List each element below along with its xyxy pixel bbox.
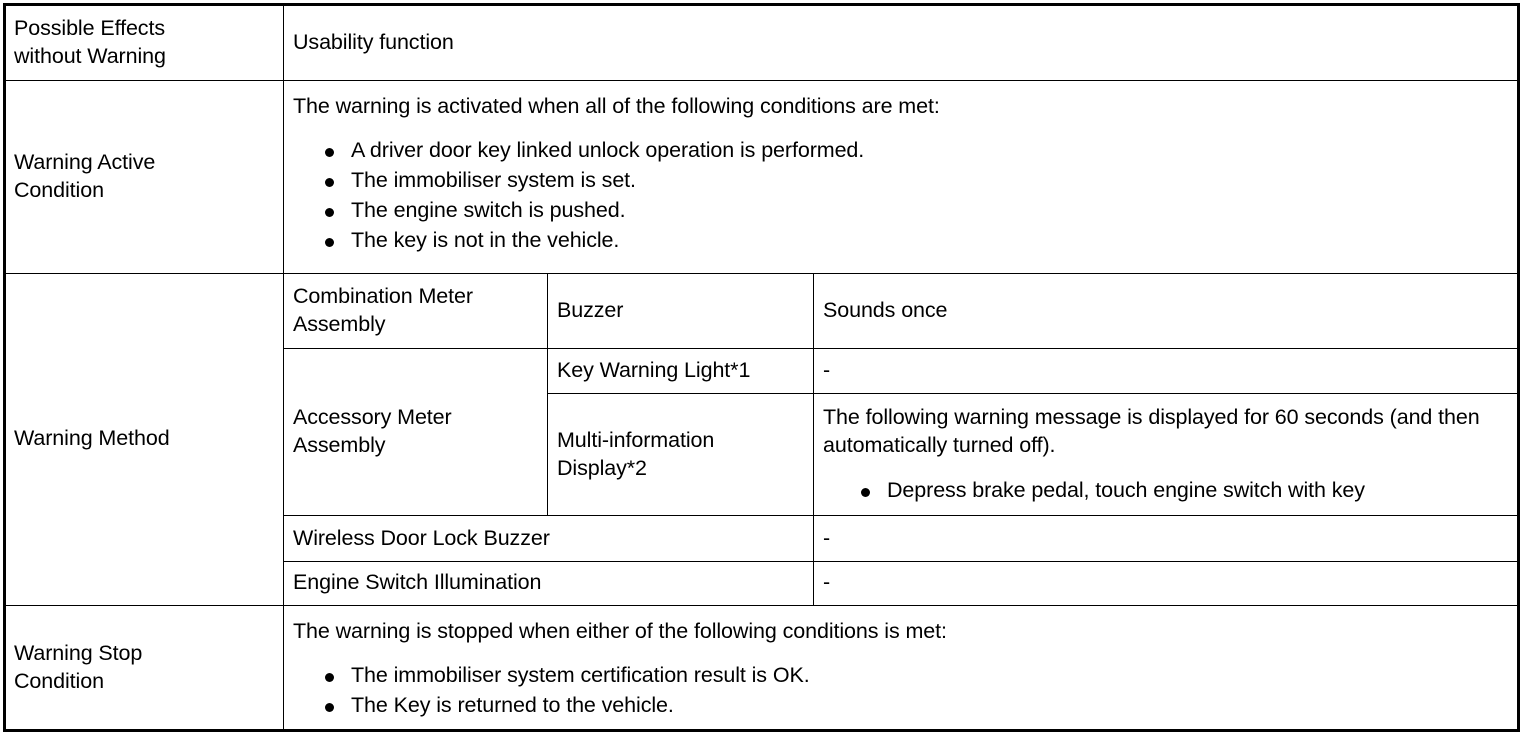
component-combination-meter-assembly: Combination Meter Assembly (293, 283, 473, 336)
row-label-possible-effects: Possible Effects without Warning (14, 15, 166, 68)
behaviour-key-warning-light-cell: - (813, 348, 1517, 394)
usability-function-value: Usability function (293, 29, 454, 54)
component-engine-switch-illumination-cell: Engine Switch Illumination (284, 561, 814, 605)
table-row-possible-effects: Possible Effects without Warning Usabili… (6, 6, 1517, 81)
subtable-row-key-warning-light: Accessory Meter Assembly Key Warning Lig… (284, 348, 1517, 516)
warning-spec-table: Possible Effects without Warning Usabili… (6, 6, 1517, 731)
device-buzzer-cell: Buzzer (547, 273, 814, 349)
warning-active-bullet-list: A driver door key linked unlock operatio… (293, 137, 1509, 255)
warning-stop-intro-text: The warning is stopped when either of th… (293, 618, 947, 643)
component-wireless-door-lock-buzzer-label: Wireless Door Lock Buzzer (293, 525, 550, 550)
row-label-warning-active-condition: Warning Active Condition (14, 149, 156, 202)
behaviour-buzzer-cell: Sounds once (813, 273, 1517, 349)
behaviour-engine-switch-illumination-value: - (823, 570, 831, 595)
subtable-row-engine-switch-illumination: Engine Switch Illumination - (284, 561, 1517, 605)
row-value-possible-effects-cell: Usability function (283, 6, 1517, 81)
list-item: The engine switch is pushed. (293, 197, 1509, 225)
specification-table: Possible Effects without Warning Usabili… (3, 3, 1520, 732)
warning-method-subtable: Combination Meter Assembly Buzzer Sounds… (284, 273, 1517, 605)
device-key-warning-light-cell: Key Warning Light*1 (547, 348, 814, 394)
subtable-row-buzzer: Combination Meter Assembly Buzzer Sounds… (284, 273, 1517, 349)
multi-information-display-bullet-list: Depress brake pedal, touch engine switch… (823, 477, 1509, 505)
component-accessory-meter-cell: Accessory Meter Assembly (284, 348, 548, 516)
warning-active-intro-text: The warning is activated when all of the… (293, 93, 940, 118)
row-label-warning-stop-condition: Warning Stop Condition (14, 641, 143, 694)
behaviour-wireless-door-lock-buzzer-value: - (823, 525, 831, 550)
row-value-warning-stop-cell: The warning is stopped when either of th… (283, 604, 1517, 731)
component-wireless-door-lock-buzzer-cell: Wireless Door Lock Buzzer (284, 515, 814, 562)
behaviour-buzzer-value: Sounds once (823, 297, 948, 322)
component-combination-meter-cell: Combination Meter Assembly (284, 273, 548, 349)
list-item: The Key is returned to the vehicle. (293, 692, 1509, 720)
list-item: A driver door key linked unlock operatio… (293, 137, 1509, 165)
row-value-warning-active-cell: The warning is activated when all of the… (283, 79, 1517, 274)
row-label-possible-effects-cell: Possible Effects without Warning (6, 6, 284, 81)
list-item: The immobiliser system is set. (293, 167, 1509, 195)
row-label-warning-stop-cell: Warning Stop Condition (6, 604, 284, 731)
warning-method-subtable-cell: Combination Meter Assembly Buzzer Sounds… (283, 272, 1517, 606)
list-item: Depress brake pedal, touch engine switch… (823, 477, 1509, 505)
list-item: The immobiliser system certification res… (293, 662, 1509, 690)
subtable-row-multi-information-display: Multi-information Display*2 The followin… (284, 393, 1517, 516)
warning-stop-bullet-list: The immobiliser system certification res… (293, 662, 1509, 720)
behaviour-multi-information-display-cell: The following warning message is display… (813, 393, 1517, 516)
table-row-warning-method: Warning Method Combination Meter Assembl… (6, 272, 1517, 606)
row-label-warning-active-cell: Warning Active Condition (6, 79, 284, 274)
component-engine-switch-illumination-label: Engine Switch Illumination (293, 570, 542, 595)
table-row-warning-active-condition: Warning Active Condition The warning is … (6, 79, 1517, 274)
row-label-warning-method-cell: Warning Method (6, 272, 284, 606)
list-item: The key is not in the vehicle. (293, 227, 1509, 255)
device-buzzer-label: Buzzer (557, 297, 624, 322)
row-label-warning-method: Warning Method (14, 426, 170, 451)
device-key-warning-light-label: Key Warning Light*1 (557, 358, 751, 383)
device-multi-information-display-label: Multi-information Display*2 (557, 427, 715, 480)
table-row-warning-stop-condition: Warning Stop Condition The warning is st… (6, 604, 1517, 731)
device-multi-information-display-cell: Multi-information Display*2 (547, 393, 814, 516)
component-accessory-meter-assembly: Accessory Meter Assembly (293, 405, 452, 457)
behaviour-engine-switch-illumination-cell: - (813, 561, 1517, 605)
subtable-row-wireless-door-lock-buzzer: Wireless Door Lock Buzzer - (284, 515, 1517, 562)
multi-information-display-intro-text: The following warning message is display… (823, 405, 1480, 458)
behaviour-wireless-door-lock-buzzer-cell: - (813, 515, 1517, 562)
behaviour-key-warning-light-value: - (823, 358, 831, 383)
